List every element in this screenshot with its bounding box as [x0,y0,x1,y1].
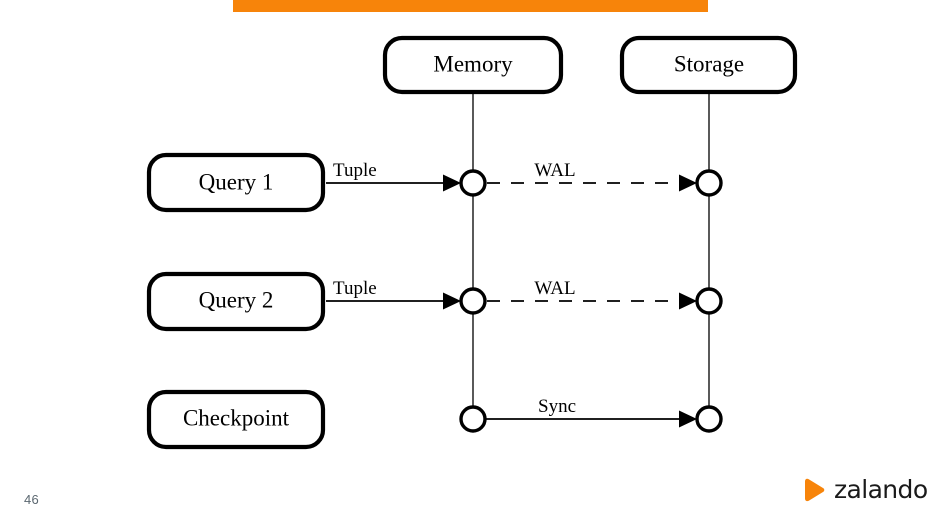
node-memory[interactable]: Memory [382,35,564,95]
message-wal-2: WAL [487,278,697,310]
event-circle-memory-3 [459,405,487,433]
node-query-1-shape [146,152,326,213]
message-tuple-2-arrowhead [443,292,461,310]
message-tuple-1-label: Tuple [333,160,377,181]
node-query-1-label: Query 1 [199,169,274,194]
node-query-2-shape [146,271,326,332]
node-query-2[interactable]: Query 2 [146,271,326,332]
message-tuple-2-label: Tuple [333,278,377,299]
page-number: 46 [24,492,40,507]
message-tuple-1: Tuple [326,160,461,192]
message-sync: Sync [485,396,697,428]
message-wal-1: WAL [487,160,697,192]
node-query-1[interactable]: Query 1 [146,152,326,213]
event-circle-memory-1 [459,169,487,197]
node-query-2-label: Query 2 [199,287,274,312]
event-circle-storage-3 [695,405,723,433]
brand-wordmark: zalando [834,474,928,504]
node-checkpoint-shape [146,389,326,450]
zalando-play-triangle-icon [805,478,825,501]
message-tuple-1-arrowhead [443,174,461,192]
message-wal-1-label: WAL [534,160,575,181]
node-storage[interactable]: Storage [619,35,798,95]
node-checkpoint[interactable]: Checkpoint [146,389,326,450]
message-sync-arrowhead [679,410,697,428]
message-wal-2-arrowhead [679,292,697,310]
node-storage-shape [619,35,798,95]
node-storage-label: Storage [674,51,744,76]
slide-accent-bar [233,0,708,12]
event-circle-storage-1 [695,169,723,197]
node-checkpoint-label: Checkpoint [183,405,290,430]
message-tuple-2: Tuple [326,278,461,310]
event-circle-storage-2 [695,287,723,315]
event-circle-memory-2 [459,287,487,315]
node-memory-shape [382,35,564,95]
node-memory-label: Memory [433,51,513,76]
message-wal-1-arrowhead [679,174,697,192]
message-wal-2-label: WAL [534,278,575,299]
message-sync-label: Sync [538,396,576,417]
brand-logo: zalando [801,474,928,504]
